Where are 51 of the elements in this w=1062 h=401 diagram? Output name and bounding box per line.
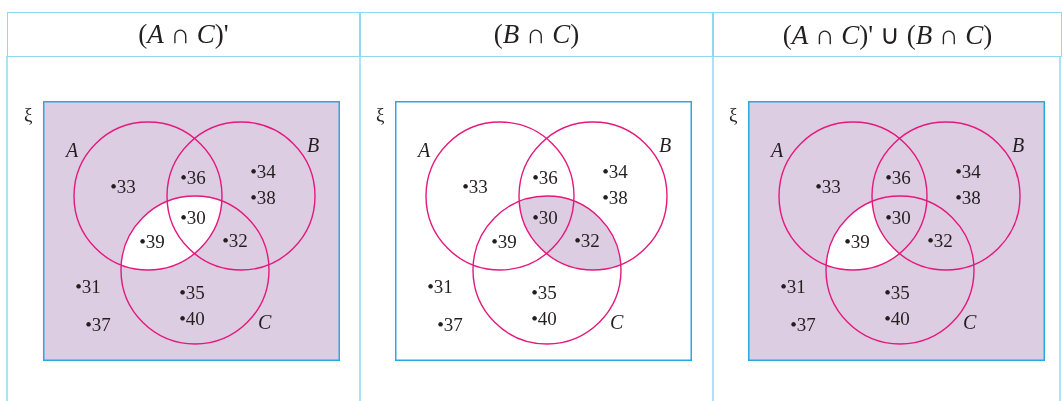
element-label: •39 <box>491 231 517 253</box>
universal-set-symbol: ξ <box>376 104 385 126</box>
element-label: •33 <box>110 176 136 198</box>
set-expression: (A ∩ C)' ∪ (B ∩ C) <box>782 18 993 51</box>
element-label: •30 <box>180 207 206 229</box>
element-label: •30 <box>532 207 558 229</box>
element-label: •38 <box>602 187 628 209</box>
element-label: •33 <box>815 176 841 198</box>
set-expression: (A ∩ C)' <box>138 19 229 50</box>
element-label: •32 <box>222 230 248 252</box>
element-label: •35 <box>531 282 557 304</box>
universal-set-symbol: ξ <box>24 104 33 126</box>
element-label: •34 <box>955 161 981 183</box>
set-label: C <box>963 311 977 334</box>
element-label: •40 <box>884 308 910 330</box>
element-label: •31 <box>427 276 453 298</box>
set-label: A <box>66 139 79 162</box>
set-label: B <box>1012 134 1025 157</box>
set-label: B <box>307 134 320 157</box>
element-label: •31 <box>75 276 101 298</box>
element-label: •36 <box>532 167 558 189</box>
set-expression: (B ∩ C) <box>493 19 580 50</box>
element-label: •38 <box>250 187 276 209</box>
set-label: A <box>418 139 431 162</box>
element-label: •40 <box>531 308 557 330</box>
element-label: •39 <box>844 231 870 253</box>
element-label: •33 <box>462 176 488 198</box>
element-label: •32 <box>927 230 953 252</box>
element-label: •39 <box>139 231 165 253</box>
element-label: •36 <box>885 167 911 189</box>
element-label: •38 <box>955 187 981 209</box>
set-label: A <box>771 139 784 162</box>
element-label: •36 <box>180 167 206 189</box>
element-label: •35 <box>179 282 205 304</box>
set-label: C <box>610 311 624 334</box>
element-label: •35 <box>884 282 910 304</box>
header-cell <box>7 12 360 57</box>
element-label: •34 <box>250 161 276 183</box>
element-label: •34 <box>602 161 628 183</box>
element-label: •40 <box>179 308 205 330</box>
set-label: B <box>659 134 672 157</box>
header-cell <box>713 12 1062 57</box>
element-label: •31 <box>780 276 806 298</box>
element-label: •37 <box>437 314 463 336</box>
header-cell <box>360 12 713 57</box>
element-label: •37 <box>85 314 111 336</box>
set-label: C <box>258 311 272 334</box>
element-label: •30 <box>885 207 911 229</box>
universal-set-symbol: ξ <box>729 104 738 126</box>
element-label: •37 <box>790 314 816 336</box>
element-label: •32 <box>574 230 600 252</box>
